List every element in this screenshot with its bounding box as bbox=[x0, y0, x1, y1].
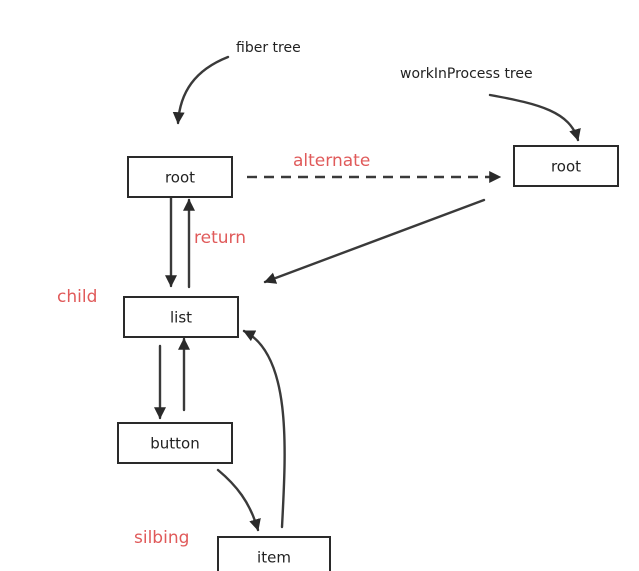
wip-root-to-list-edge bbox=[263, 198, 486, 284]
fiber-tree-pointer-arrow bbox=[172, 55, 230, 125]
alternate-label: alternate bbox=[293, 151, 370, 171]
node-button-label: button bbox=[150, 435, 199, 453]
node-wip-root: root bbox=[513, 145, 619, 187]
sibling-label: silbing bbox=[134, 528, 189, 548]
node-root: root bbox=[127, 156, 233, 198]
child-label: child bbox=[57, 287, 97, 307]
node-wip-root-label: root bbox=[551, 158, 581, 176]
fiber-tree-label: fiber tree bbox=[236, 40, 301, 56]
node-item: item bbox=[217, 536, 331, 571]
return-label: return bbox=[194, 228, 246, 248]
wip-tree-label: workInProcess tree bbox=[400, 66, 533, 82]
node-button: button bbox=[117, 422, 233, 464]
item-return-edge bbox=[242, 329, 286, 529]
node-list: list bbox=[123, 296, 239, 338]
wip-tree-pointer-arrow bbox=[488, 93, 581, 142]
node-item-label: item bbox=[257, 549, 291, 567]
sibling-edge bbox=[216, 468, 261, 532]
node-list-label: list bbox=[170, 309, 192, 327]
node-root-label: root bbox=[165, 169, 195, 187]
